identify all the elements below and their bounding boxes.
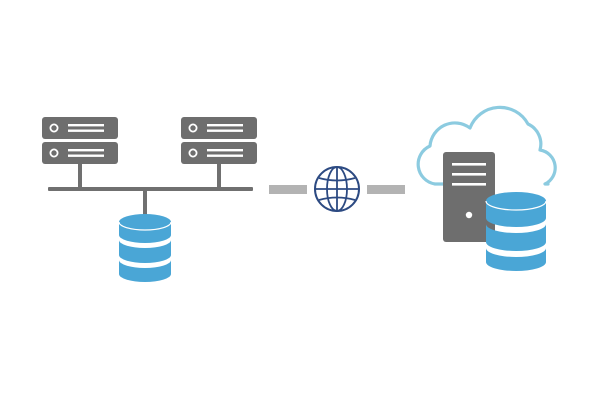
link-bar-right <box>367 185 405 194</box>
network-bus-line <box>48 187 253 191</box>
server-right-drop-line <box>217 164 221 189</box>
link-bar-left <box>269 185 307 194</box>
server-rack-icon <box>181 117 257 164</box>
cloud-icon <box>416 105 557 186</box>
database-icon <box>118 214 172 282</box>
server-rack-icon <box>42 117 118 164</box>
database-icon <box>485 192 547 271</box>
tower-server-icon <box>443 152 495 242</box>
database-drop-line <box>143 189 147 215</box>
internet-link <box>269 166 405 212</box>
server-left-drop-line <box>78 164 82 189</box>
globe-icon <box>314 166 360 212</box>
local-network <box>42 117 257 282</box>
cloud-datacenter <box>416 105 557 271</box>
